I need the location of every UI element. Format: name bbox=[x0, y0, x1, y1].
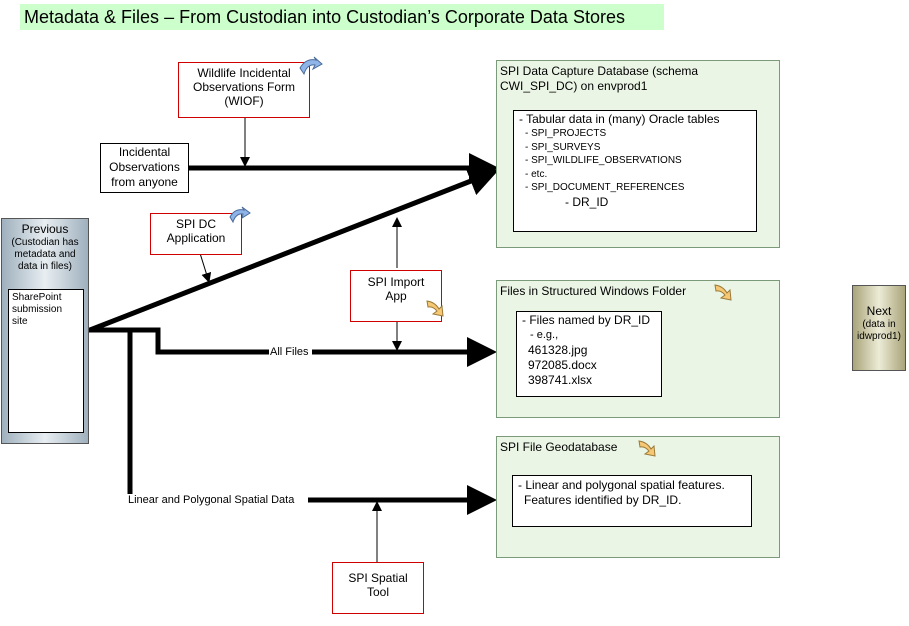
db-panel: SPI Data Capture Database (schema CWI_SP… bbox=[496, 60, 780, 248]
files-panel: Files in Structured Windows Folder - Fil… bbox=[496, 280, 780, 418]
sharepoint-line: submission bbox=[12, 304, 63, 315]
previous-title: Previous bbox=[21, 222, 69, 236]
db-item: - SPI_DOCUMENT_REFERENCES bbox=[525, 182, 685, 193]
orange-arrow-icon bbox=[426, 300, 444, 317]
geodb-line: Features identified by DR_ID. bbox=[524, 493, 682, 507]
files-line: - Files named by DR_ID bbox=[522, 313, 651, 327]
files-content-box: - Files named by DR_ID - e.g., 461328.jp… bbox=[516, 311, 662, 397]
spi-spatial-tool: SPI Spatial Tool bbox=[332, 562, 424, 614]
spi-import-app: SPI Import App bbox=[350, 270, 442, 322]
dcapp-line: SPI DC bbox=[175, 217, 216, 231]
geodb-content-box: - Linear and polygonal spatial features.… bbox=[512, 475, 752, 527]
blue-arrow-icon bbox=[299, 56, 323, 76]
sharepoint-line: SharePoint bbox=[12, 292, 62, 303]
db-heading: - Tabular data in (many) Oracle tables bbox=[519, 112, 720, 126]
previous-line: data in files) bbox=[18, 261, 72, 272]
dcapp-to-flow-line bbox=[198, 249, 212, 283]
files-line: - e.g., bbox=[530, 329, 559, 341]
all-files-label: All Files bbox=[269, 346, 310, 359]
previous-panel: Previous (Custodian has metadata and dat… bbox=[1, 218, 89, 444]
db-item: - SPI_WILDLIFE_OBSERVATIONS bbox=[525, 155, 682, 166]
orange-arrow-icon bbox=[714, 284, 732, 301]
sharepoint-branch-line bbox=[88, 327, 270, 355]
db-title-line: CWI_SPI_DC) on envprod1 bbox=[500, 79, 648, 93]
next-line: (data in bbox=[862, 319, 896, 330]
incidental-observations-box: Incidental Observations from anyone bbox=[100, 143, 189, 193]
previous-line: metadata and bbox=[14, 249, 76, 260]
next-line: idwprod1) bbox=[857, 331, 901, 342]
files-line: 398741.xlsx bbox=[528, 373, 593, 387]
page-title: Metadata & Files – From Custodian into C… bbox=[20, 4, 664, 30]
wiof-document: Wildlife Incidental Observations Form (W… bbox=[178, 62, 310, 118]
db-content-box: - Tabular data in (many) Oracle tables -… bbox=[513, 110, 757, 232]
incidental-line: Incidental bbox=[118, 145, 171, 159]
geodb-line: - Linear and polygonal spatial features. bbox=[518, 478, 725, 492]
orange-arrow-icon bbox=[638, 440, 656, 457]
dcapp-line: Application bbox=[166, 231, 226, 245]
sharepoint-line: site bbox=[12, 316, 28, 327]
spatial-tool-line: Tool bbox=[366, 585, 389, 599]
import-line: SPI Import bbox=[367, 275, 425, 289]
next-title: Next bbox=[866, 304, 892, 318]
sharepoint-to-db-line bbox=[89, 167, 499, 333]
files-title: Files in Structured Windows Folder bbox=[500, 284, 687, 298]
wiof-line: Observations Form bbox=[192, 80, 296, 94]
files-line: 972085.docx bbox=[528, 358, 597, 372]
spi-dc-application: SPI DC Application bbox=[150, 213, 242, 255]
spatial-tool-line: SPI Spatial bbox=[348, 571, 408, 585]
db-item: - SPI_PROJECTS bbox=[525, 128, 607, 139]
next-box: Next (data in idwprod1) bbox=[852, 285, 906, 371]
db-item: - SPI_SURVEYS bbox=[525, 141, 601, 153]
db-item: - etc. bbox=[525, 168, 548, 180]
wiof-line: (WIOF) bbox=[224, 94, 264, 108]
files-line: 461328.jpg bbox=[528, 343, 588, 357]
spatial-data-label: Linear and Polygonal Spatial Data bbox=[127, 494, 296, 507]
blue-arrow-icon bbox=[229, 206, 251, 224]
incidental-line: Observations bbox=[109, 160, 180, 174]
db-title-line: SPI Data Capture Database (schema bbox=[500, 64, 699, 78]
previous-line: (Custodian has bbox=[11, 237, 79, 248]
geodb-title: SPI File Geodatabase bbox=[500, 440, 618, 454]
geodb-panel: SPI File Geodatabase - Linear and polygo… bbox=[496, 436, 780, 558]
incidental-line: from anyone bbox=[111, 175, 178, 189]
sharepoint-box: SharePoint submission site bbox=[8, 289, 84, 433]
wiof-line: Wildlife Incidental bbox=[197, 66, 291, 80]
db-subitem: - DR_ID bbox=[565, 194, 609, 209]
import-line: App bbox=[385, 289, 407, 303]
